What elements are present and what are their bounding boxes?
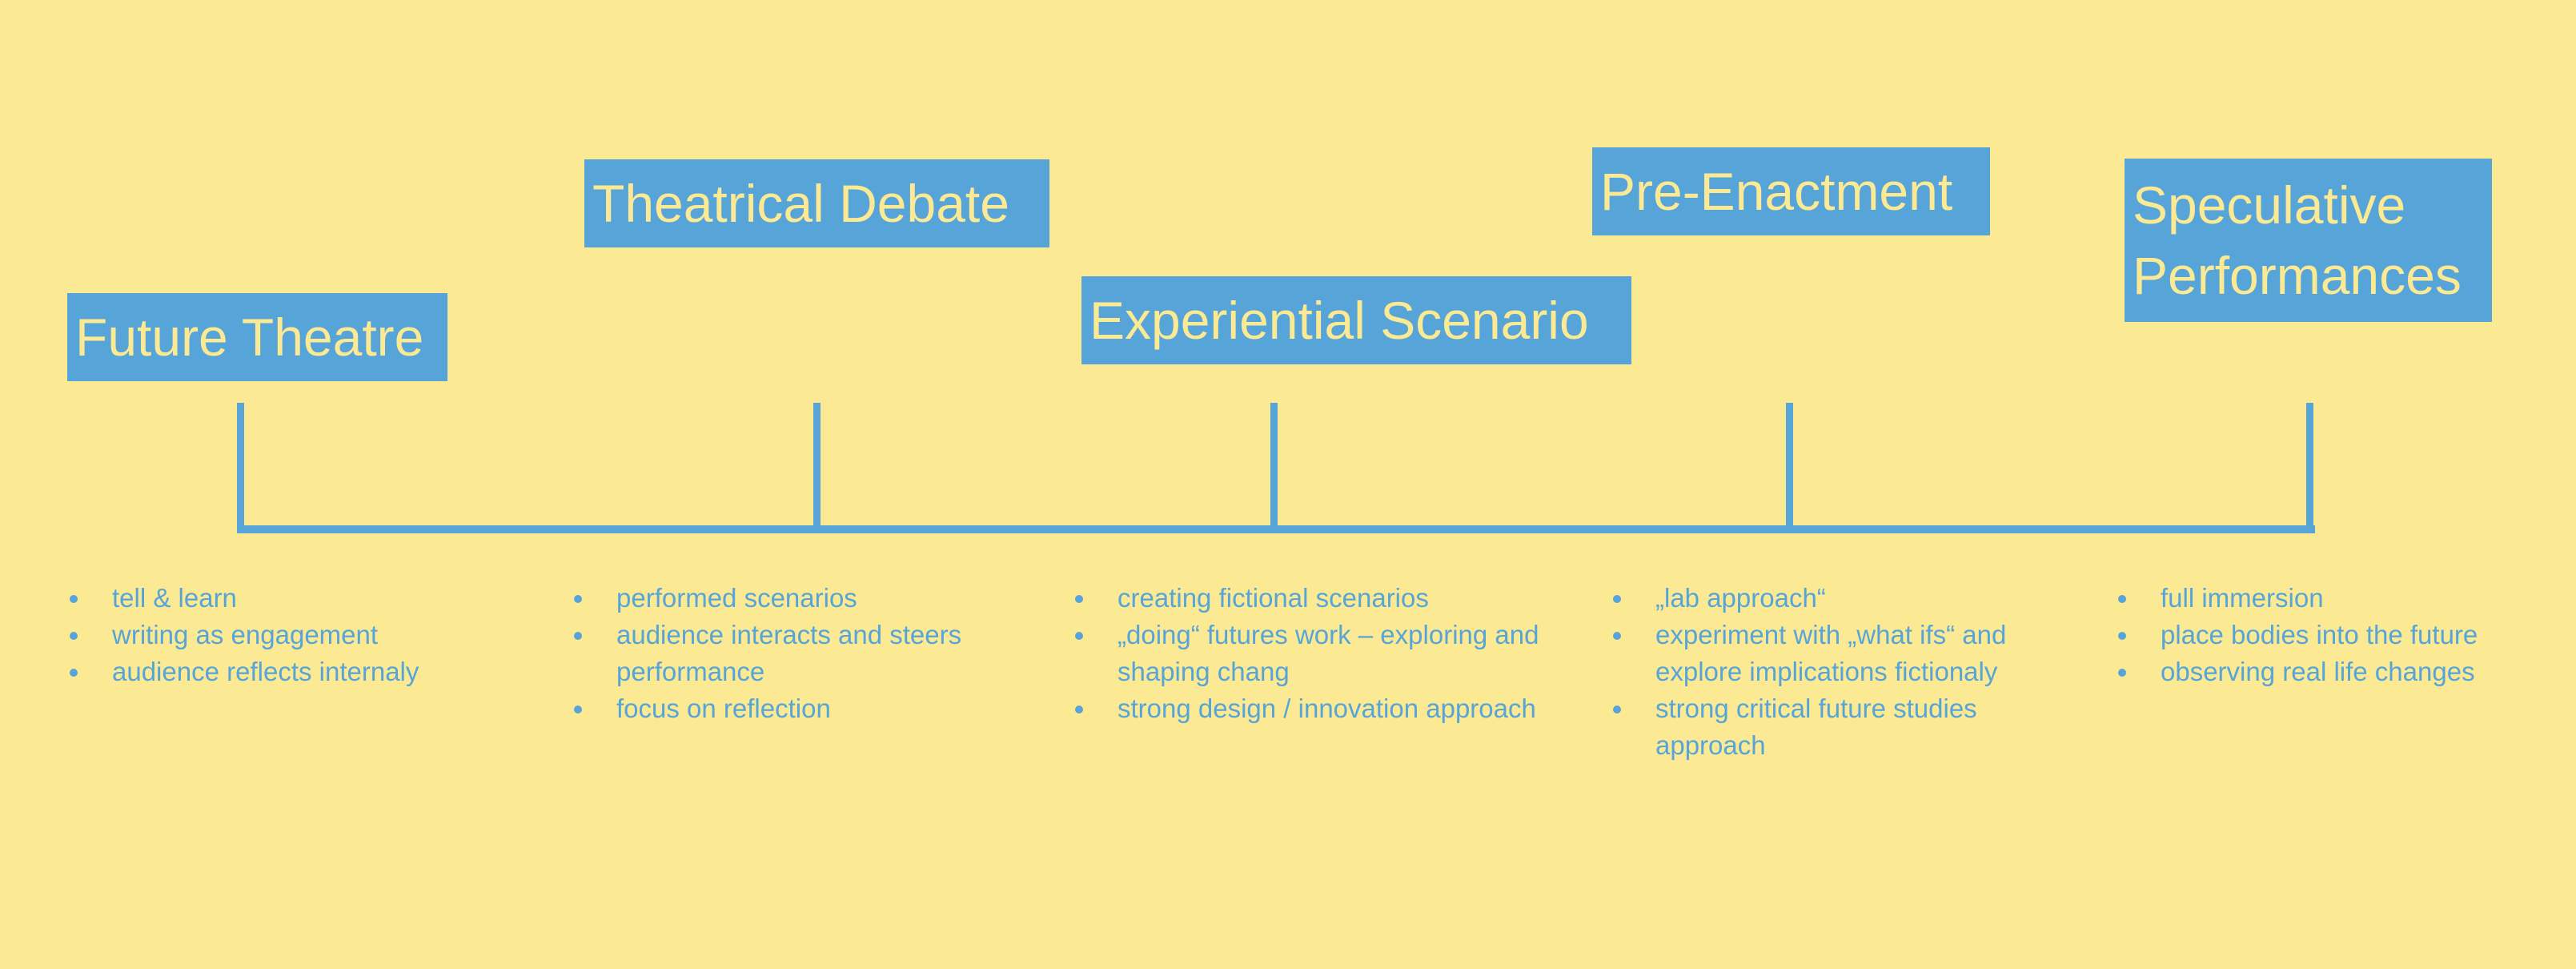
- stage-title-future-theatre: Future Theatre: [67, 293, 447, 381]
- list-item: strong critical future studies approach: [1611, 690, 2059, 764]
- timeline-tick: [2306, 403, 2313, 533]
- stage-title-line: Future Theatre: [75, 308, 424, 367]
- stage-title-line: Performances: [2133, 246, 2462, 305]
- list-item: audience reflects internaly: [67, 653, 516, 690]
- stage-title-line: Experiential Scenario: [1089, 291, 1589, 350]
- timeline-tick: [813, 403, 821, 533]
- list-item: focus on reflection: [572, 690, 1020, 727]
- stage-title-theatrical-debate: Theatrical Debate: [584, 159, 1049, 247]
- timeline-tick: [1786, 403, 1793, 533]
- list-item: tell & learn: [67, 580, 516, 617]
- list-item: observing real life changes: [2116, 653, 2564, 690]
- stage-points-future-theatre: tell & learn writing as engagement audie…: [67, 580, 516, 690]
- stage-title-line: Theatrical Debate: [592, 174, 1009, 233]
- list-item: experiment with „what ifs“ and explore i…: [1611, 617, 2059, 690]
- stage-points-theatrical-debate: performed scenarios audience interacts a…: [572, 580, 1020, 727]
- timeline-tick: [237, 403, 244, 533]
- stage-title-line: Pre-Enactment: [1600, 162, 1953, 221]
- list-item: full immersion: [2116, 580, 2564, 617]
- list-item: audience interacts and steers performanc…: [572, 617, 1020, 690]
- list-item: „lab approach“: [1611, 580, 2059, 617]
- list-item: strong design / innovation approach: [1073, 690, 1585, 727]
- stage-title-speculative-performances: Speculative Performances: [2125, 159, 2492, 322]
- list-item: creating fictional scenarios: [1073, 580, 1585, 617]
- list-item: performed scenarios: [572, 580, 1020, 617]
- stage-title-experiential-scenario: Experiential Scenario: [1081, 276, 1631, 364]
- stage-points-pre-enactment: „lab approach“ experiment with „what ifs…: [1611, 580, 2059, 764]
- stage-points-speculative-performances: full immersion place bodies into the fut…: [2116, 580, 2564, 690]
- list-item: writing as engagement: [67, 617, 516, 653]
- list-item: „doing“ futures work – exploring and sha…: [1073, 617, 1585, 690]
- stage-title-pre-enactment: Pre-Enactment: [1592, 147, 1990, 235]
- stage-title-line: Speculative: [2133, 175, 2406, 235]
- timeline-tick: [1270, 403, 1278, 533]
- stage-points-experiential-scenario: creating fictional scenarios „doing“ fut…: [1073, 580, 1585, 727]
- list-item: place bodies into the future: [2116, 617, 2564, 653]
